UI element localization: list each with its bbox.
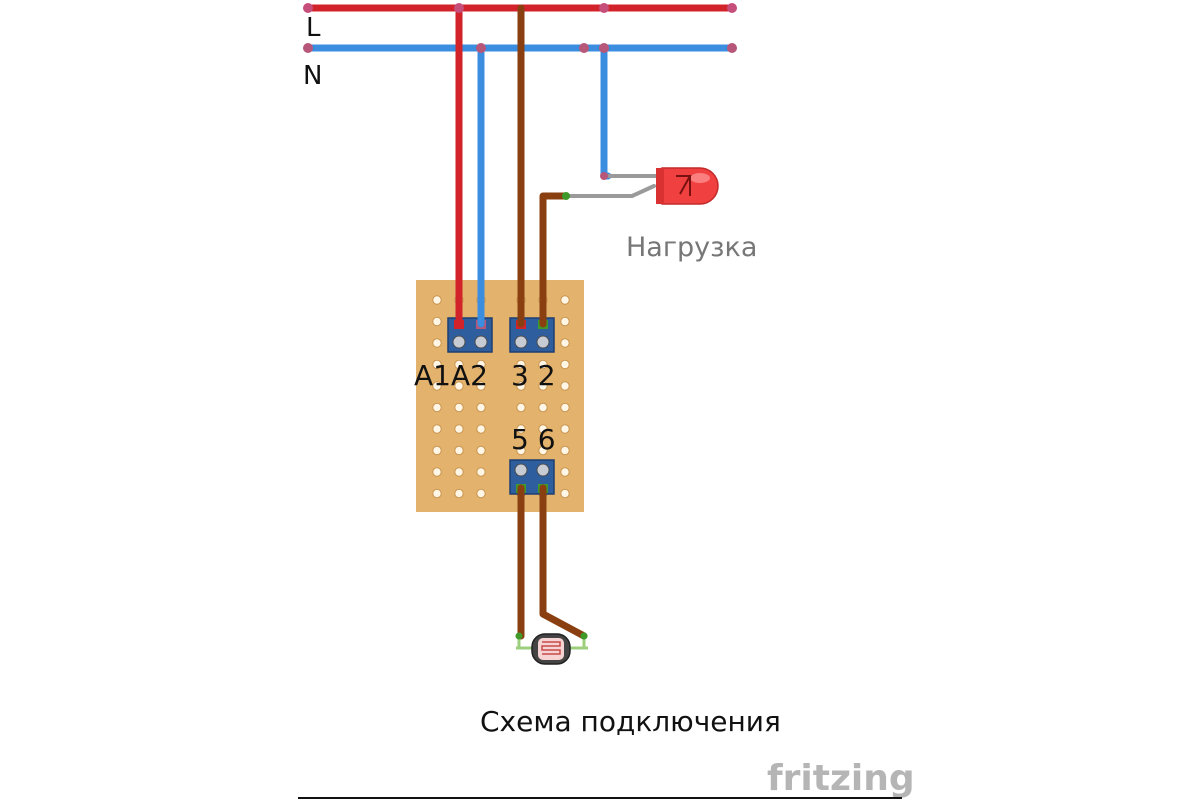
board-hole <box>432 295 442 305</box>
board-hole <box>560 402 570 413</box>
fritzing-watermark: fritzing <box>767 758 915 799</box>
board-hole <box>560 381 570 391</box>
terminal-a1a2-label: A1A2 <box>414 359 488 392</box>
wire-6-to-sensor <box>539 484 588 640</box>
photoresistor-icon <box>515 632 588 665</box>
led-leg-anode <box>564 184 656 198</box>
board-hole <box>432 316 442 327</box>
board-hole <box>432 359 442 370</box>
board-hole <box>476 488 486 499</box>
board-hole <box>432 488 442 499</box>
terminal-56-label: 5 6 <box>511 423 556 456</box>
terminal-32-label: 3 2 <box>511 359 556 392</box>
diagram-caption: Схема подключения <box>480 705 781 738</box>
board-hole <box>432 381 442 391</box>
board-hole <box>516 381 526 391</box>
perfboard <box>416 280 584 512</box>
board-hole <box>476 445 486 456</box>
board-hole <box>516 402 526 413</box>
board-hole <box>432 338 442 348</box>
board-hole <box>538 359 548 370</box>
board-hole <box>454 445 464 456</box>
board-hole <box>476 467 486 477</box>
board-hole <box>560 359 570 370</box>
line-l-label: L <box>306 13 321 43</box>
led-load-icon <box>656 167 719 205</box>
board-hole <box>560 295 570 305</box>
board-hole <box>476 424 486 434</box>
board-hole <box>560 316 570 327</box>
board-hole <box>432 467 442 477</box>
board-hole <box>560 445 570 456</box>
board-hole <box>454 467 464 477</box>
line-n-label: N <box>303 61 322 91</box>
board-hole <box>538 445 548 456</box>
junction-dots <box>303 3 737 200</box>
board-hole <box>538 381 548 391</box>
board-hole <box>454 488 464 499</box>
board-hole <box>560 467 570 477</box>
load-label: Нагрузка <box>626 232 757 263</box>
board-hole <box>454 381 464 391</box>
board-hole <box>476 381 486 391</box>
board-hole <box>476 402 486 413</box>
terminal-block-a1a2 <box>447 317 493 353</box>
board-hole <box>454 424 464 434</box>
terminal-block-56 <box>509 459 555 495</box>
board-hole <box>476 359 486 370</box>
board-hole <box>560 424 570 434</box>
board-hole <box>560 488 570 499</box>
board-hole <box>432 424 442 434</box>
board-hole <box>454 402 464 413</box>
board-hole <box>516 359 526 370</box>
board-hole <box>432 445 442 456</box>
board-hole <box>560 338 570 348</box>
board-hole <box>516 445 526 456</box>
wire-2-to-load <box>539 192 570 328</box>
board-hole <box>538 402 548 413</box>
wires <box>304 4 736 640</box>
board-hole <box>454 359 464 370</box>
terminal-block-32 <box>509 317 555 353</box>
board-hole <box>432 402 442 413</box>
board-hole <box>516 424 526 434</box>
wire-n-to-load <box>600 44 612 180</box>
board-hole <box>538 424 548 434</box>
